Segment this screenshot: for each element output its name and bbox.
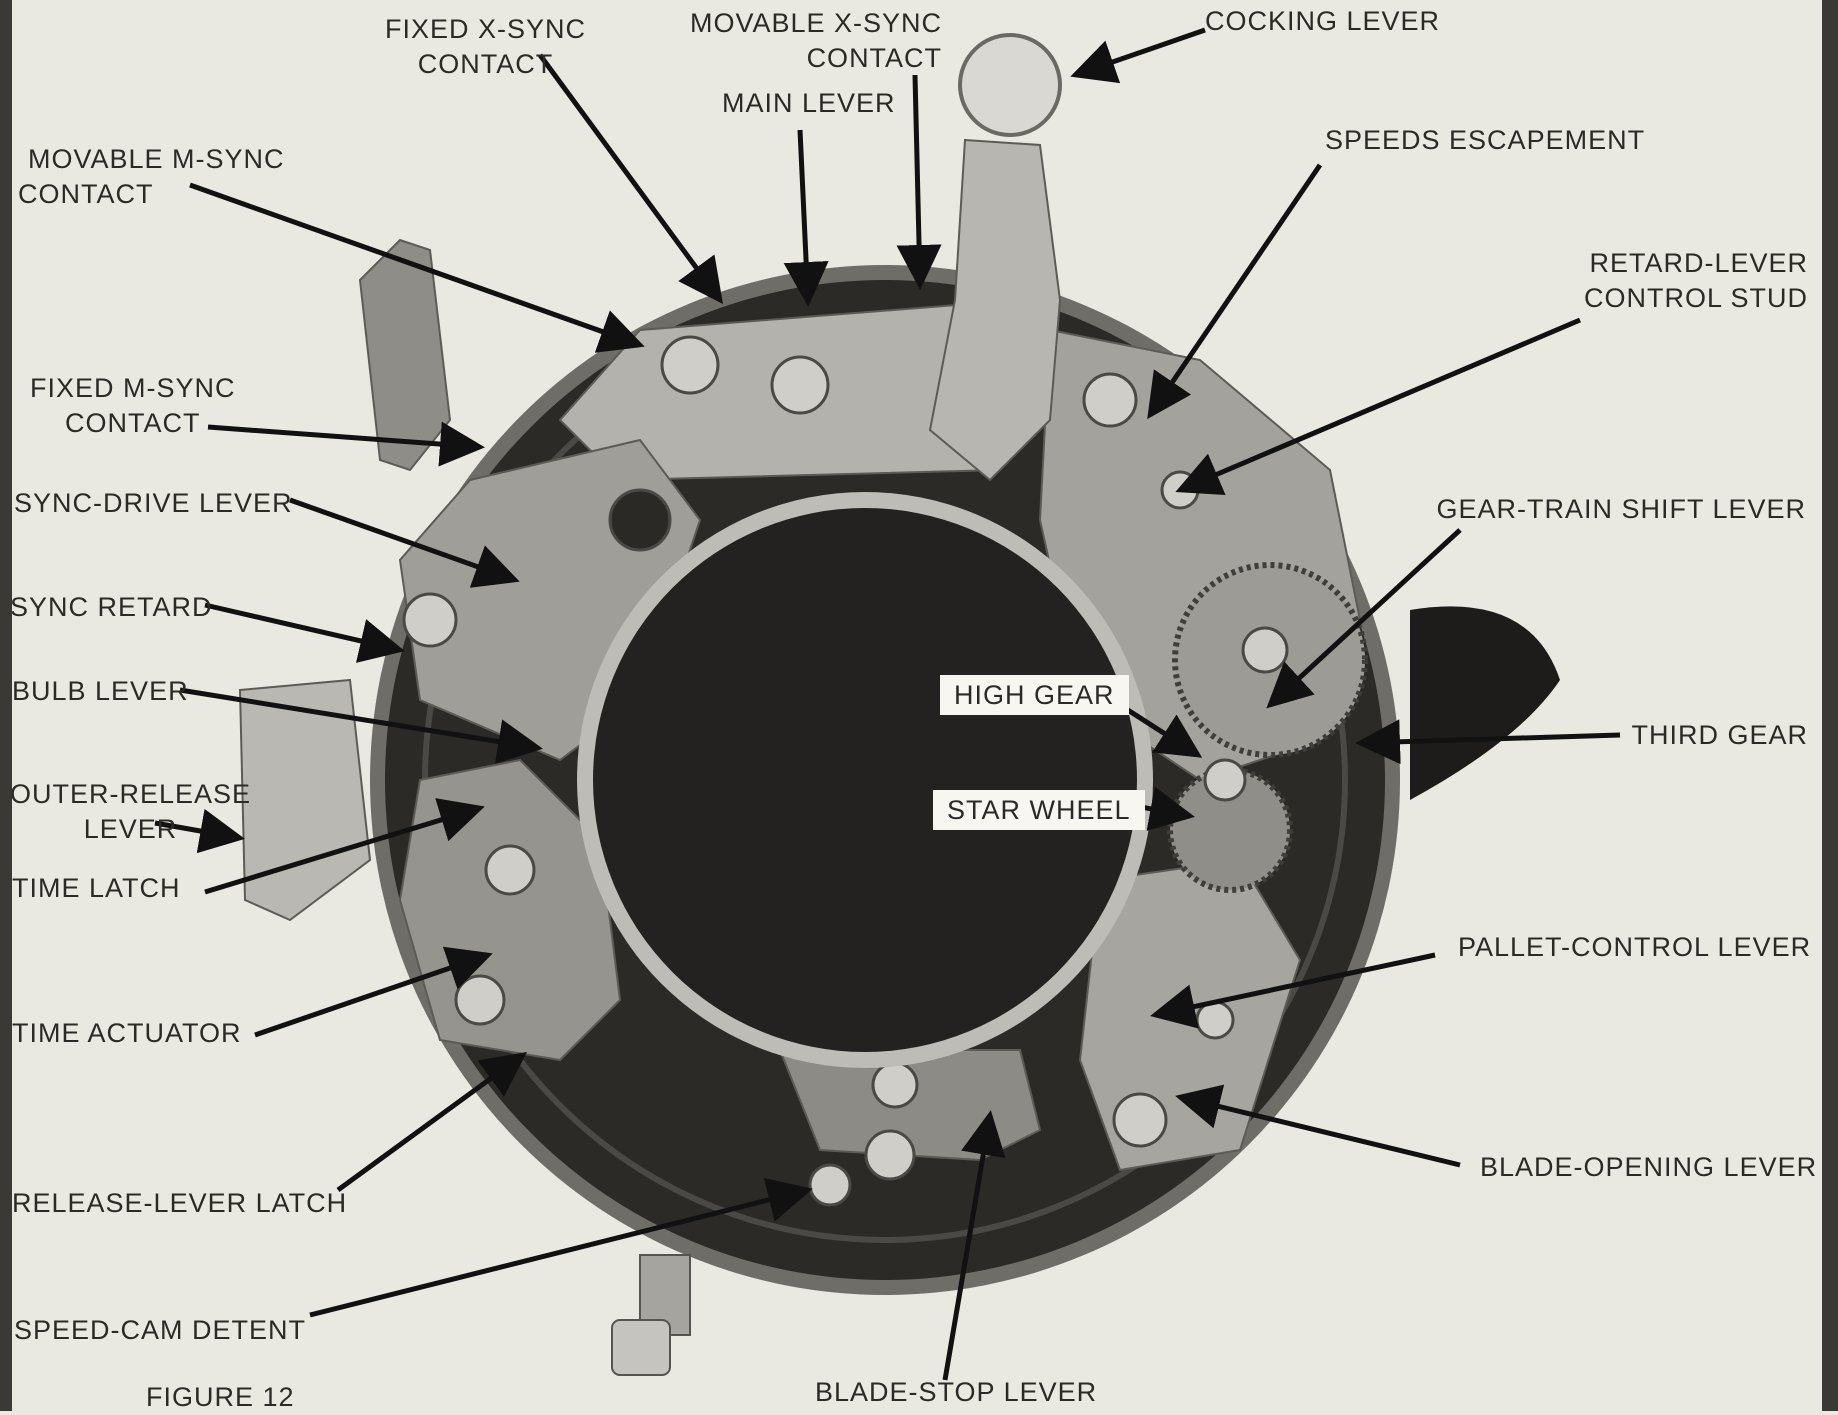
arrow-movable-x-sync: [915, 75, 920, 285]
label-speeds-escapement: SPEEDS ESCAPEMENT: [1325, 123, 1645, 158]
cocking-knob: [960, 35, 1060, 135]
label-sync-drive-lever: SYNC-DRIVE LEVER: [14, 486, 293, 521]
cocking-lever-part: [930, 35, 1060, 480]
label-bulb-lever: BULB LEVER: [12, 674, 189, 709]
label-high-gear: HIGH GEAR: [940, 675, 1129, 715]
speed-setting-pin: [612, 1255, 690, 1375]
label-time-latch: TIME LATCH: [12, 871, 181, 906]
label-gear-train-shift-lever: GEAR-TRAIN SHIFT LEVER: [1436, 492, 1806, 527]
aperture: [577, 492, 1153, 1068]
arrow-sync-retard: [205, 605, 400, 650]
label-blade-stop-lever: BLADE-STOP LEVER: [815, 1375, 1097, 1410]
label-cocking-lever: COCKING LEVER: [1205, 4, 1440, 39]
left-frame-edge: [0, 0, 12, 1411]
label-blade-opening-lever: BLADE-OPENING LEVER: [1480, 1150, 1817, 1185]
arrow-release-lever-latch: [338, 1055, 523, 1190]
figure-caption: FIGURE 12: [146, 1380, 295, 1415]
label-third-gear: THIRD GEAR: [1631, 718, 1808, 753]
arrow-fixed-x-sync: [540, 55, 720, 300]
shutter-side-tab: [1410, 606, 1560, 800]
arrow-cocking-lever: [1075, 30, 1205, 75]
right-frame-edge: [1822, 0, 1838, 1411]
label-time-actuator: TIME ACTUATOR: [12, 1016, 242, 1051]
label-main-lever: MAIN LEVER: [722, 86, 896, 121]
label-sync-retard: SYNC RETARD: [10, 590, 213, 625]
arrow-speeds-escapement: [1150, 165, 1320, 415]
label-star-wheel: STAR WHEEL: [933, 790, 1145, 830]
label-speed-cam-detent: SPEED-CAM DETENT: [14, 1313, 306, 1348]
label-pallet-control-lever: PALLET-CONTROL LEVER: [1458, 930, 1811, 965]
label-release-lever-latch: RELEASE-LEVER LATCH: [12, 1186, 347, 1221]
